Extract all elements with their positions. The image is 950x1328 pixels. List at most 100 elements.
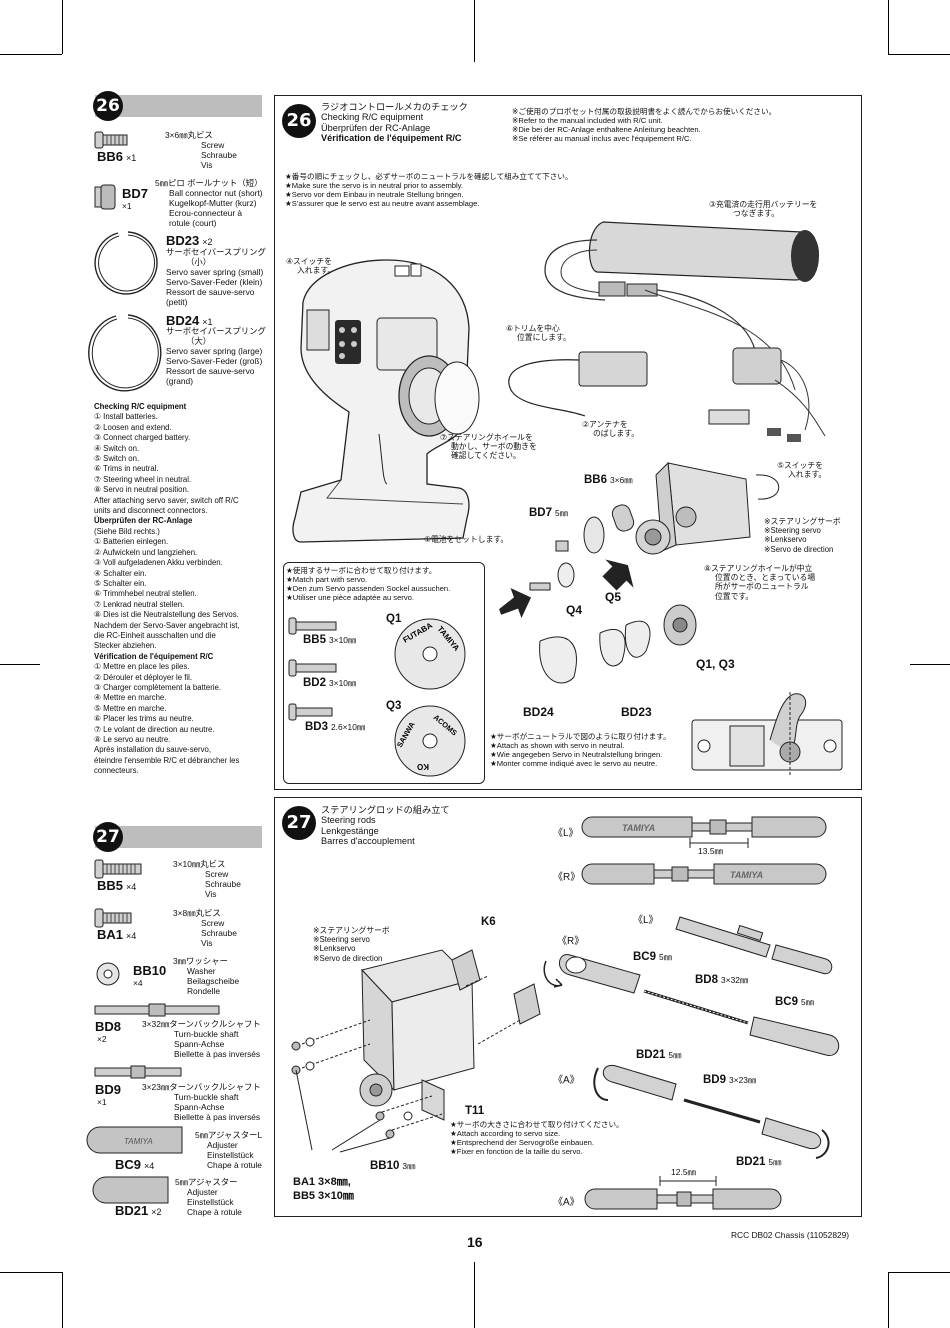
part-code: BD8 <box>95 1019 122 1034</box>
dimension-line <box>689 838 749 848</box>
steering-rod-L: TAMIYA <box>581 816 827 838</box>
crop-mark <box>62 0 63 54</box>
rod-label-L-mid: 《L》 <box>633 915 659 926</box>
dimension-13-5: 13.5㎜ <box>698 846 724 856</box>
crop-mark <box>62 1272 63 1328</box>
svg-text:TAMIYA: TAMIYA <box>730 870 763 880</box>
q1-disc: FUTABA TAMIYA <box>394 618 466 690</box>
part-desc: サーボセイバースプリング （大） Servo saver spring (lar… <box>166 326 266 386</box>
q3-disc: SANWA ACOMS KO <box>394 705 466 777</box>
rod-label-L: 《L》 <box>553 828 579 839</box>
section-title: Vérification de l'équipement R/C <box>94 651 214 661</box>
neutral-attach-note: ★サーボがニュートラルで図のように取り付けます。★Attach as shown… <box>490 732 671 768</box>
step-number: 27 <box>282 806 316 840</box>
servo-mount-exploded <box>291 949 541 1153</box>
screw-icon <box>288 659 337 677</box>
crop-mark <box>910 664 950 665</box>
part-code: BB10 <box>133 963 167 978</box>
dimension-line <box>659 1176 717 1186</box>
sidebar-step-number: 27 <box>93 822 123 852</box>
section-title: Überprüfen der RC-Anlage <box>94 516 193 526</box>
part-code: BB6×1 <box>97 149 137 164</box>
step27-panel <box>274 797 862 1217</box>
crop-mark <box>0 54 62 55</box>
rod-label-R: 《R》 <box>553 872 581 883</box>
rod-label-R-mid: 《R》 <box>557 936 585 947</box>
callout-5: ⑤スイッチを入れます。 <box>777 461 827 480</box>
servo-size-note: ★サーボの大きさに合わせて取り付けてください。★Attach according… <box>450 1120 624 1156</box>
steering-rod-A-exploded <box>593 1064 830 1159</box>
part-code: BD7 <box>122 186 149 201</box>
part-desc: 3×10㎜丸ビス Screw Schraube Vis <box>173 859 241 899</box>
part-desc: 3×6㎜丸ビス Screw Schraube Vis <box>165 130 237 170</box>
callout-6: ⑥トリムを中心位置にします。 <box>506 324 571 343</box>
step26-panel <box>274 95 862 790</box>
part-qty: ×1 <box>122 201 132 211</box>
part-code: BD21×2 <box>115 1203 162 1218</box>
manual-note: ※ご使用のプロポセット付属の取扱説明書をよく読んでからお使いください。 ※Ref… <box>512 107 777 143</box>
svg-text:TAMIYA: TAMIYA <box>622 823 655 833</box>
callout-4: ④スイッチを入れます。 <box>286 257 336 276</box>
k6-label: K6 <box>481 916 496 928</box>
servo-label-27: ※ステアリングサーボ※Steering servo※Lenkservo※Serv… <box>313 926 390 963</box>
part-code: BD24×1 <box>166 313 213 328</box>
crop-mark <box>888 0 889 54</box>
sidebar-step-header <box>95 826 262 848</box>
callout-8: ⑧ステアリングホイールが中立位置のとき、とまっている場所がサーボのニュートラル位… <box>704 564 816 601</box>
part-desc: 3㎜ワッシャー Washer Beilagscheibe Rondelle <box>173 956 240 996</box>
part-code: BB5×4 <box>97 878 137 893</box>
servo-neutral-inset <box>691 692 843 776</box>
rod-label-A-mid: 《A》 <box>553 1075 580 1086</box>
part-qty: ×1 <box>97 1097 107 1107</box>
crop-mark <box>0 664 40 665</box>
part-code: BA1×4 <box>97 927 137 942</box>
t11-label: T11 <box>465 1105 485 1117</box>
servo-saver-exploded <box>499 461 780 684</box>
screw-icon <box>94 908 132 928</box>
part-desc: 5㎜アジャスター Adjuster Einstellstück Chape à … <box>175 1177 242 1217</box>
part-desc: 5㎜アジャスターL Adjuster Einstellstück Chape à… <box>195 1130 263 1170</box>
steering-rod-A <box>584 1188 782 1210</box>
match-note: ★使用するサーボに合わせて取り付けます。★Match part with ser… <box>286 566 451 602</box>
callout-7: ⑦ステアリングホイールを動かし、サーボの動きを確認してください。 <box>440 433 537 461</box>
bd24-label: BD24 <box>523 705 554 719</box>
crop-mark <box>888 1272 889 1328</box>
sidebar-step-number: 26 <box>93 91 123 121</box>
q1-label: Q1 <box>386 613 402 625</box>
bd23-label: BD23 <box>621 705 652 719</box>
rod-label-A-bottom: 《A》 <box>553 1197 580 1208</box>
step-number: 26 <box>282 104 316 138</box>
spring-icon <box>88 314 162 392</box>
instructions-list: Checking R/C equipment ① Install batteri… <box>94 402 268 777</box>
wiring-illustration <box>508 221 826 442</box>
part-code: BD9 <box>95 1082 122 1097</box>
part-desc: サーボセイバースプリング （小） Servo saver spring (sma… <box>166 247 266 307</box>
q1q3-label: Q1, Q3 <box>696 657 735 671</box>
q3-label: Q3 <box>386 700 402 712</box>
transmitter-illustration <box>292 259 480 543</box>
section-title: Checking R/C equipment <box>94 402 187 411</box>
part-desc: 3×23㎜ターンバックルシャフト Turn-buckle shaft Spann… <box>142 1082 261 1122</box>
callout-2: ②アンテナをのばします。 <box>582 420 640 439</box>
adjuster-icon <box>92 1176 169 1204</box>
steering-rod-exploded <box>543 916 840 1056</box>
ba1-bb5-label: BA1 3×8㎜,BB5 3×10㎜ <box>293 1176 354 1202</box>
turnbuckle-icon <box>94 1003 220 1017</box>
dimension-12-5: 12.5㎜ <box>671 1167 697 1177</box>
screw-icon <box>94 131 128 149</box>
screw-icon <box>288 703 333 721</box>
turnbuckle-icon <box>94 1065 182 1079</box>
svg-text:KO: KO <box>417 762 429 771</box>
